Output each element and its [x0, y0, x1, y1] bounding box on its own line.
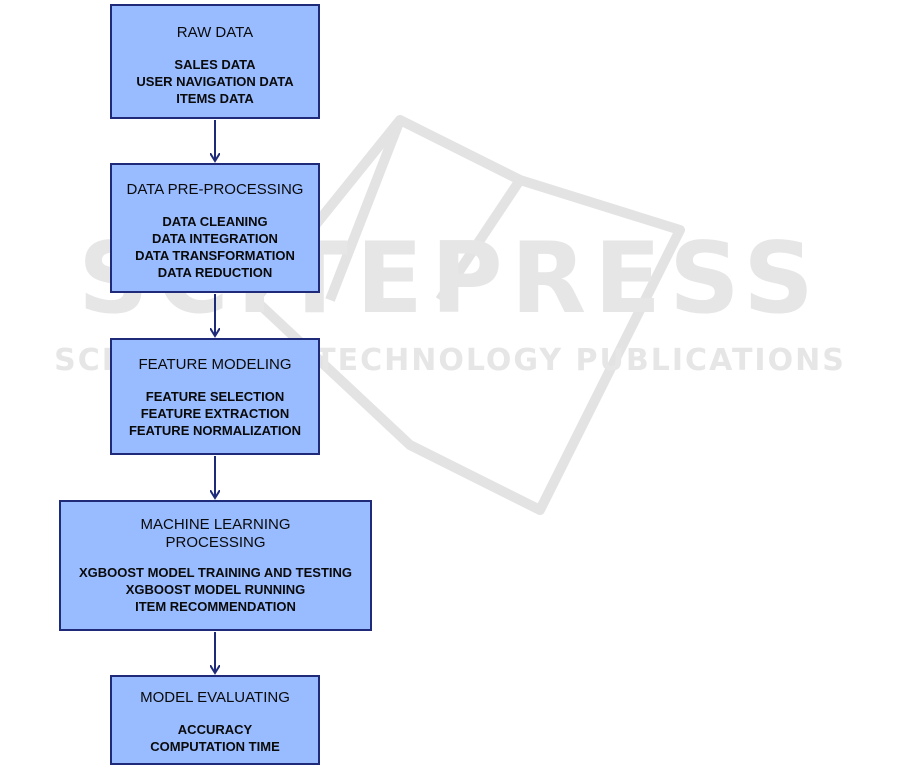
user-navigation-data-item: USER NAVIGATION DATA: [136, 74, 294, 89]
machine-learning-title-line-2: PROCESSING: [165, 534, 266, 551]
xgboost-training-item: XGBOOST MODEL TRAINING AND TESTING: [78, 565, 352, 580]
xgboost-running-item: XGBOOST MODEL RUNNING: [125, 582, 306, 597]
raw-data-box: RAW DATA SALES DATA USER NAVIGATION DATA…: [110, 4, 320, 119]
feature-normalization-item: FEATURE NORMALIZATION: [128, 423, 302, 438]
model-evaluating-box: MODEL EVALUATING ACCURACY COMPUTATION TI…: [110, 675, 320, 765]
book-logo-icon: [250, 115, 685, 515]
data-integration-item: DATA INTEGRATION: [152, 231, 278, 246]
raw-data-title: RAW DATA: [176, 24, 254, 41]
feature-extraction-item: FEATURE EXTRACTION: [140, 406, 290, 421]
feature-modeling-title: FEATURE MODELING: [138, 356, 292, 373]
data-reduction-item: DATA REDUCTION: [157, 265, 273, 280]
item-recommendation-item: ITEM RECOMMENDATION: [135, 599, 296, 614]
feature-modeling-box: FEATURE MODELING FEATURE SELECTION FEATU…: [110, 338, 320, 455]
machine-learning-title-line-1: MACHINE LEARNING: [140, 516, 291, 533]
data-cleaning-item: DATA CLEANING: [162, 214, 268, 229]
sales-data-item: SALES DATA: [174, 57, 256, 72]
data-preprocessing-title: DATA PRE-PROCESSING: [126, 181, 304, 198]
computation-time-item: COMPUTATION TIME: [150, 739, 280, 754]
machine-learning-box: MACHINE LEARNING PROCESSING XGBOOST MODE…: [59, 500, 372, 631]
data-transformation-item: DATA TRANSFORMATION: [135, 248, 295, 263]
data-preprocessing-box: DATA PRE-PROCESSING DATA CLEANING DATA I…: [110, 163, 320, 293]
feature-selection-item: FEATURE SELECTION: [145, 389, 285, 404]
accuracy-item: ACCURACY: [177, 722, 253, 737]
model-evaluating-title: MODEL EVALUATING: [140, 689, 290, 706]
items-data-item: ITEMS DATA: [176, 91, 254, 106]
